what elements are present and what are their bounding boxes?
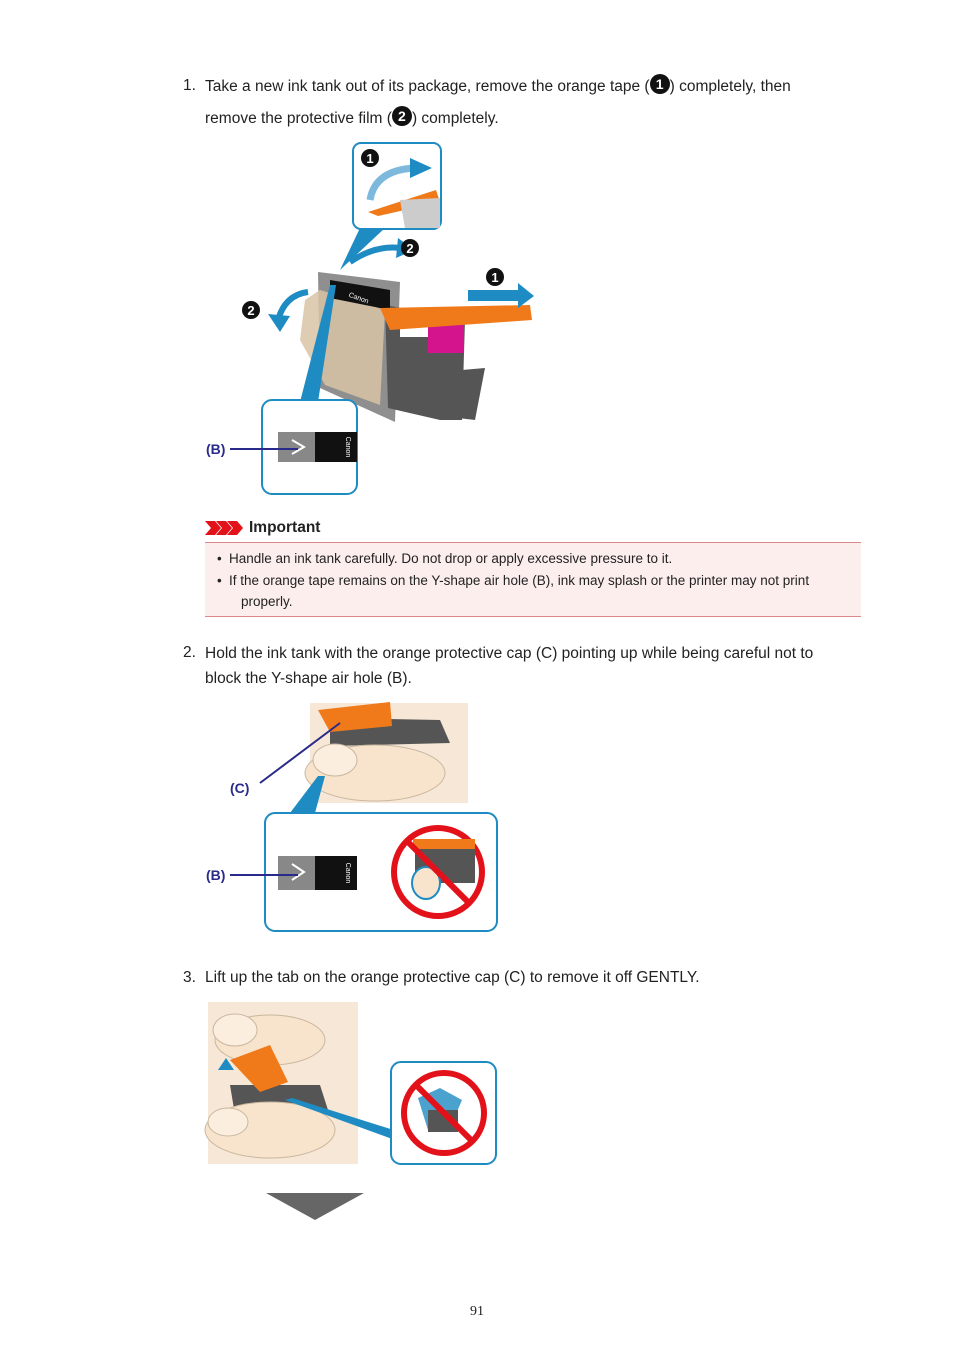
important-item: If the orange tape remains on the Y-shap… [217, 570, 855, 591]
marker-left: 2 [247, 303, 254, 318]
prohibited-icon [401, 1070, 487, 1156]
callout-marker-1: 1 [366, 151, 373, 166]
step-text-part: ) completely, then [669, 78, 791, 95]
important-title: Important [249, 519, 321, 536]
callout-brand: Canon [344, 437, 351, 458]
label-b: (B) [206, 867, 225, 883]
figure-hold-ink-tank: (C) Canon (B) [206, 702, 498, 932]
marker-tape: 1 [491, 270, 498, 285]
step-text-line: block the Y-shape air hole (B). [205, 670, 412, 687]
important-box: Handle an ink tank carefully. Do not dro… [205, 542, 861, 617]
step-number: 1. [183, 77, 196, 94]
step-text-part: ) completely. [411, 110, 499, 127]
prohibited-icon [391, 825, 485, 919]
step-text: Take a new ink tank out of its package, … [205, 74, 865, 131]
step-1: 1. Take a new ink tank out of its packag… [183, 74, 863, 130]
marker-film: 2 [406, 241, 413, 256]
label-b: (B) [206, 441, 225, 457]
step-text: Lift up the tab on the orange protective… [205, 969, 700, 986]
important-item: Handle an ink tank carefully. Do not dro… [217, 548, 855, 569]
step-text-part: Take a new ink tank out of its package, … [205, 78, 650, 95]
step-text-line: Hold the ink tank with the orange protec… [205, 645, 814, 662]
step-3: 3. Lift up the tab on the orange protect… [183, 966, 863, 992]
step-2: 2. Hold the ink tank with the orange pro… [183, 641, 863, 691]
marker-1-icon: 1 [649, 74, 670, 94]
marker-2-icon: 2 [391, 106, 412, 126]
step-text: Hold the ink tank with the orange protec… [205, 641, 865, 691]
step-number: 2. [183, 644, 196, 661]
label-c: (C) [230, 780, 249, 796]
figure-remove-cap [204, 1002, 497, 1220]
step-text-part: remove the protective film ( [205, 110, 392, 127]
next-arrow-icon [266, 1193, 364, 1220]
callout-brand: Canon [344, 863, 351, 884]
important-item-continuation: properly. [241, 594, 293, 609]
figure-remove-tape-and-film: 1 2 Canon 1 2 Canon (B) [206, 142, 534, 495]
important-header: Important [205, 517, 320, 539]
page-number: 91 [470, 1304, 484, 1319]
important-arrows-icon [205, 521, 243, 535]
step-number: 3. [183, 969, 196, 986]
